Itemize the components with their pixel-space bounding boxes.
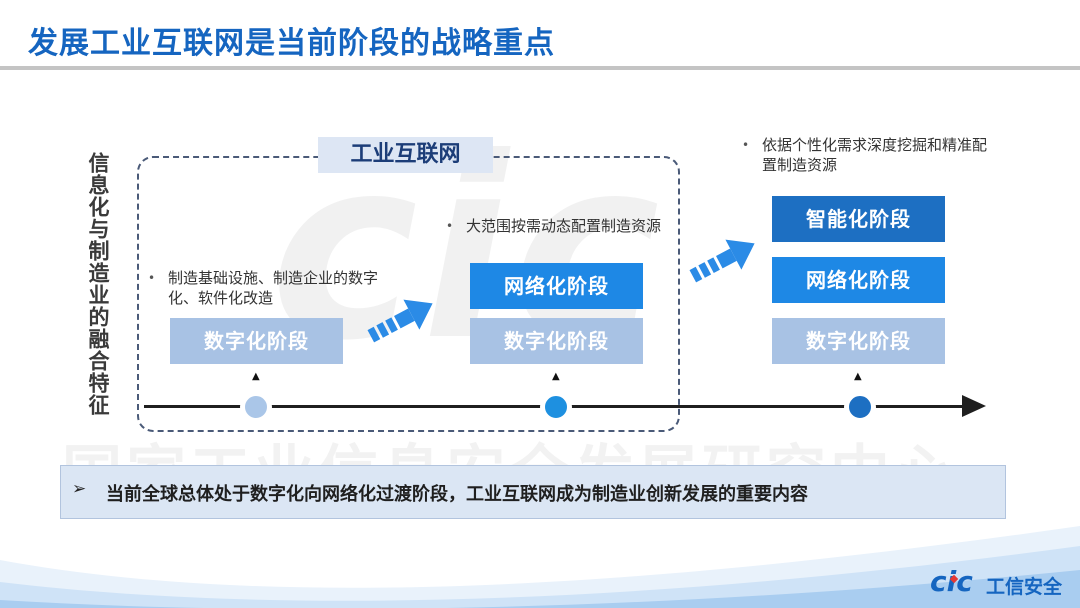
bottom-wave-decoration (0, 526, 1080, 608)
column3-bullet: • 依据个性化需求深度挖掘和精准配置制造资源 (742, 135, 988, 175)
caret-up-icon: ▲ (552, 371, 560, 382)
slide-title: 发展工业互联网是当前阶段的战略重点 (28, 26, 555, 61)
caret-up-icon: ▲ (854, 371, 862, 382)
timeline-node-smart (844, 391, 876, 423)
column2-bullet: • 大范围按需动态配置制造资源 (446, 216, 671, 236)
arrow-bullet-icon: ➢ (72, 479, 87, 499)
column3-smart-stage: 智能化阶段 (772, 196, 945, 242)
industrial-internet-label: 工业互联网 (318, 137, 493, 173)
vertical-axis-label: 信息化与制造业的融合特征 (86, 152, 110, 416)
column3-network-stage: 网络化阶段 (772, 257, 945, 303)
column1-bullet-text: 制造基础设施、制造企业的数字化、软件化改造 (168, 269, 379, 307)
title-divider (0, 66, 1080, 70)
timeline-node-network (540, 391, 572, 423)
column2-network-stage: 网络化阶段 (470, 263, 643, 309)
summary-text: 当前全球总体处于数字化向网络化过渡阶段，工业互联网成为制造业创新发展的重要内容 (106, 484, 808, 505)
column3-digital-stage: 数字化阶段 (772, 318, 945, 364)
timeline-node-digital (240, 391, 272, 423)
summary-band (60, 465, 1006, 519)
column3-bullet-text: 依据个性化需求深度挖掘和精准配置制造资源 (762, 136, 988, 174)
caret-up-icon: ▲ (252, 371, 260, 382)
column2-digital-stage: 数字化阶段 (470, 318, 643, 364)
progress-arrow-1-icon (367, 299, 433, 343)
progress-arrow-2-icon (689, 239, 755, 283)
column1-bullet: • 制造基础设施、制造企业的数字化、软件化改造 (148, 268, 398, 308)
bullet-dot-icon: • (742, 138, 750, 152)
footer-brand-text: 工信安全 (986, 576, 1063, 598)
bullet-dot-icon: • (148, 271, 156, 285)
bullet-dot-icon: • (446, 219, 454, 233)
column2-bullet-text: 大范围按需动态配置制造资源 (466, 217, 662, 235)
footer-cic-logo: cic (930, 568, 973, 596)
column1-digital-stage: 数字化阶段 (170, 318, 343, 364)
timeline-arrowhead-icon (962, 395, 986, 417)
